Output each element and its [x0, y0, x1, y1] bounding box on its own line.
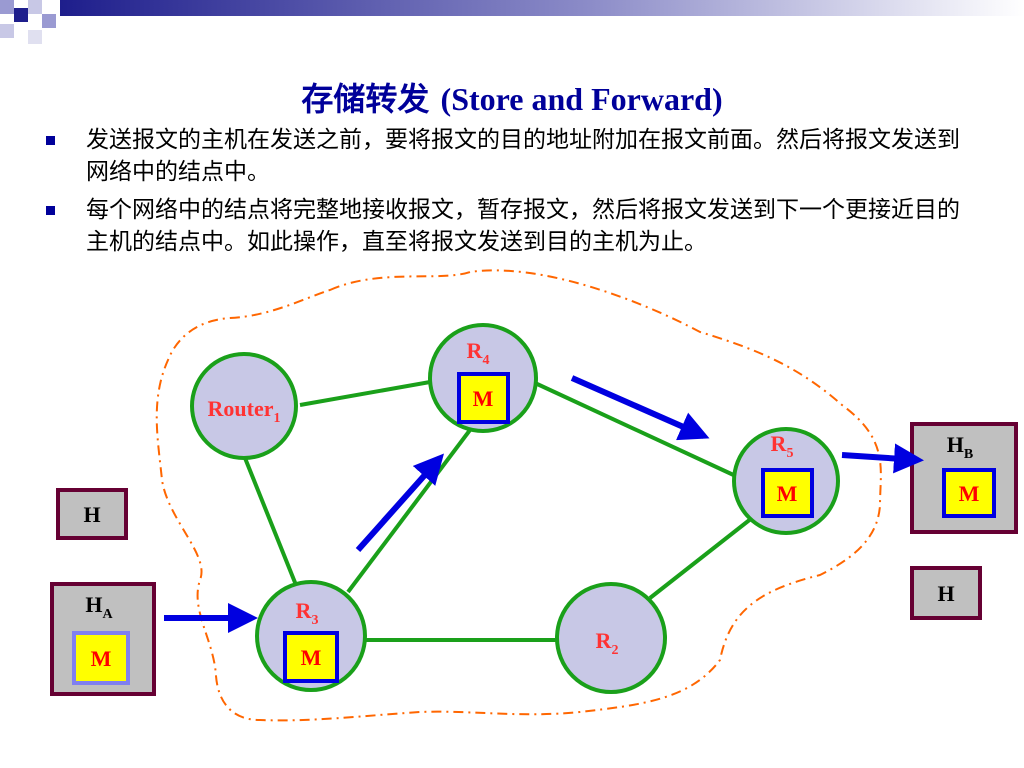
network-cloud-boundary: [155, 269, 882, 722]
host-right-label: H: [937, 581, 954, 606]
node-r2-label: R2: [596, 628, 619, 658]
host-left-label: H: [83, 502, 100, 527]
bullet-square-icon: [46, 206, 55, 215]
node-r4-label: R4: [467, 338, 490, 368]
host-a-label: HA: [85, 592, 113, 622]
message-box-r4: [457, 372, 510, 424]
arrow-r3-to-r4: [355, 453, 444, 552]
host-right-small: H: [910, 566, 982, 620]
node-r3-label: R3: [296, 598, 319, 628]
bullet-item: 发送报文的主机在发送之前，要将报文的目的地址附加在报文前面。然后将报文发送到网络…: [46, 124, 976, 188]
host-a: HA M: [50, 582, 156, 696]
bullet-item: 每个网络中的结点将完整地接收报文，暂存报文，然后将报文发送到下一个更接近目的主机…: [46, 194, 976, 258]
link-router1-r4: [299, 380, 431, 407]
bullet-list: 发送报文的主机在发送之前，要将报文的目的地址附加在报文前面。然后将报文发送到网络…: [46, 124, 976, 264]
link-r2-r5: [648, 516, 754, 600]
message-box-r3: [283, 631, 339, 683]
node-router1: Router1: [190, 352, 298, 460]
message-label-r4: M: [473, 386, 494, 411]
message-label-r3: M: [301, 645, 322, 670]
message-label-host-b: M: [959, 481, 980, 506]
host-b: HB M: [910, 422, 1018, 534]
host-left-small: H: [56, 488, 128, 540]
top-decoration-bar: [0, 0, 1024, 44]
node-r5-label: R5: [771, 431, 794, 461]
message-box-r5: [761, 468, 814, 518]
link-r4-r5: [534, 381, 741, 480]
arrow-r4-to-r5: [570, 375, 710, 441]
host-b-label: HB: [947, 432, 973, 462]
node-r3: R3 M: [255, 580, 367, 692]
slide-title: 存储转发 (Store and Forward): [0, 74, 1024, 120]
message-box-host-b: [942, 468, 996, 518]
node-r2: R2: [555, 582, 667, 694]
bullet-text: 每个网络中的结点将完整地接收报文，暂存报文，然后将报文发送到下一个更接近目的主机…: [86, 197, 960, 255]
title-english: (Store and Forward): [440, 81, 723, 117]
node-router1-label: Router1: [208, 396, 281, 426]
node-r4: R4 M: [428, 323, 538, 433]
link-router1-r3: [243, 457, 298, 586]
message-label-r5: M: [777, 481, 798, 506]
message-box-host-a: [72, 631, 130, 685]
bullet-text: 发送报文的主机在发送之前，要将报文的目的地址附加在报文前面。然后将报文发送到网络…: [86, 127, 960, 185]
node-r5: R5 M: [732, 427, 840, 535]
title-chinese: 存储转发: [301, 80, 430, 118]
link-r4-r3: [346, 428, 472, 594]
message-label-host-a: M: [91, 646, 112, 671]
arrow-r5-to-hb: [841, 443, 924, 474]
bullet-square-icon: [46, 136, 55, 145]
